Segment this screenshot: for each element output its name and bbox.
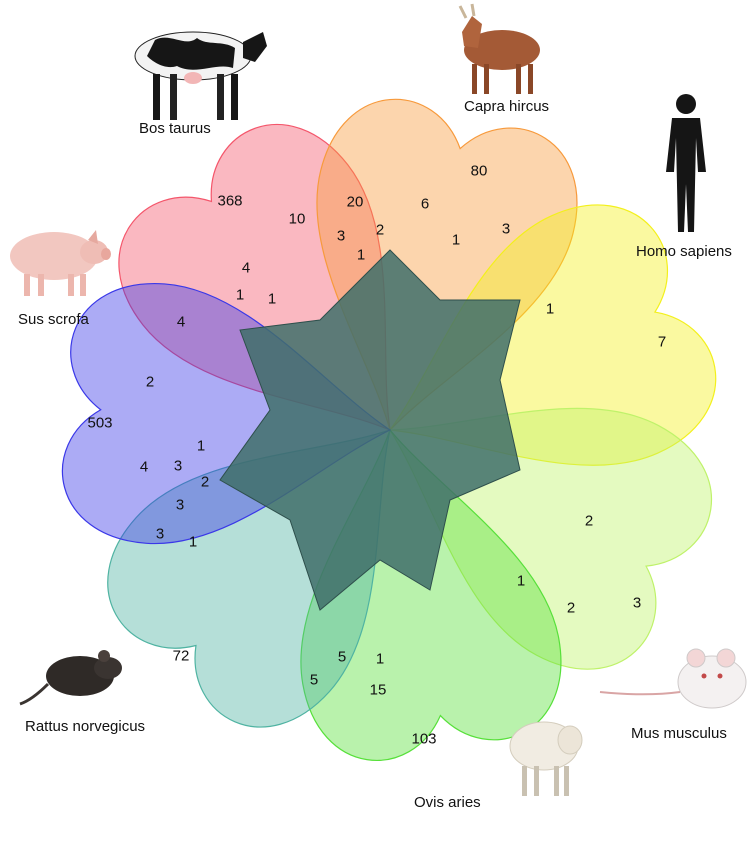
label-ovis-aries: Ovis aries xyxy=(414,794,481,811)
human-silhouette-icon xyxy=(666,94,706,232)
intersection-count: 3 xyxy=(174,458,182,475)
intersection-count: 15 xyxy=(370,682,387,699)
intersection-counts: 20 10 3 2 6 1 1 3 4 1 1 4 2 1 4 3 2 3 3 … xyxy=(140,194,593,699)
intersection-count: 2 xyxy=(585,513,593,530)
intersection-count: 4 xyxy=(140,459,148,476)
intersection-count: 1 xyxy=(357,247,365,264)
intersection-count: 3 xyxy=(502,221,510,238)
label-capra-hircus: Capra hircus xyxy=(464,98,549,115)
intersection-count: 2 xyxy=(146,374,154,391)
pig-icon xyxy=(10,230,111,296)
intersection-count: 3 xyxy=(156,526,164,543)
label-rattus-norvegicus: Rattus norvegicus xyxy=(25,718,145,735)
unique-count-mus-musculus: 3 xyxy=(633,595,641,612)
intersection-count: 1 xyxy=(452,232,460,249)
unique-count-sus-scrofa: 503 xyxy=(87,415,112,432)
intersection-count: 1 xyxy=(189,534,197,551)
unique-count-homo-sapiens: 7 xyxy=(658,334,666,351)
intersection-count: 5 xyxy=(338,649,346,666)
intersection-count: 3 xyxy=(337,228,345,245)
intersection-count: 3 xyxy=(176,497,184,514)
unique-count-bos-taurus: 368 xyxy=(217,193,242,210)
rat-icon xyxy=(19,650,122,706)
label-sus-scrofa: Sus scrofa xyxy=(18,311,90,328)
intersection-count: 4 xyxy=(177,314,185,331)
sheep-icon xyxy=(509,721,583,796)
core-region xyxy=(219,249,521,611)
unique-count-ovis-aries: 103 xyxy=(411,731,436,748)
intersection-count: 6 xyxy=(421,196,429,213)
label-mus-musculus: Mus musculus xyxy=(631,725,727,742)
unique-count-capra-hircus: 80 xyxy=(471,163,488,180)
goat-icon xyxy=(458,3,540,94)
unique-counts: 368 80 7 3 103 72 503 xyxy=(87,163,666,748)
label-bos-taurus: Bos taurus xyxy=(139,120,211,137)
intersection-count: 1 xyxy=(546,301,554,318)
intersection-count: 2 xyxy=(201,474,209,491)
species-labels: Bos taurus Capra hircus Homo sapiens Sus… xyxy=(18,98,732,811)
cow-icon xyxy=(134,31,267,120)
mouse-icon xyxy=(599,648,747,709)
intersection-count: 2 xyxy=(567,600,575,617)
unique-count-rattus-norvegicus: 72 xyxy=(173,648,190,665)
intersection-count: 1 xyxy=(376,651,384,668)
intersection-count: 5 xyxy=(310,672,318,689)
intersection-count: 10 xyxy=(289,211,306,228)
intersection-count: 20 xyxy=(347,194,364,211)
intersection-count: 1 xyxy=(268,291,276,308)
intersection-count: 2 xyxy=(376,222,384,239)
intersection-count: 4 xyxy=(242,260,250,277)
intersection-count: 1 xyxy=(236,287,244,304)
intersection-count: 1 xyxy=(197,438,205,455)
label-homo-sapiens: Homo sapiens xyxy=(636,243,732,260)
species-icons xyxy=(10,3,747,796)
intersection-count: 1 xyxy=(517,573,525,590)
